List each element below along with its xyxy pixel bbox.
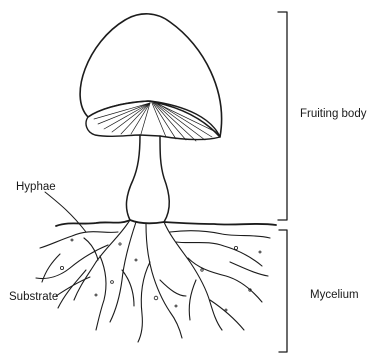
mycelium-label: Mycelium — [310, 290, 359, 302]
hyphae-leader — [45, 192, 86, 232]
fruiting-body-label: Fruiting body — [300, 109, 366, 121]
cap-outline — [80, 14, 221, 137]
hyphae-label: Hyphae — [16, 182, 56, 194]
fruiting-body-bracket — [278, 12, 287, 220]
hyphae-network — [36, 220, 270, 342]
substrate-label: Substrate — [9, 292, 58, 304]
mycelium-bracket — [279, 230, 287, 352]
stalk-right — [160, 136, 169, 222]
stalk-left — [126, 135, 140, 220]
substrate-particles — [60, 239, 261, 311]
